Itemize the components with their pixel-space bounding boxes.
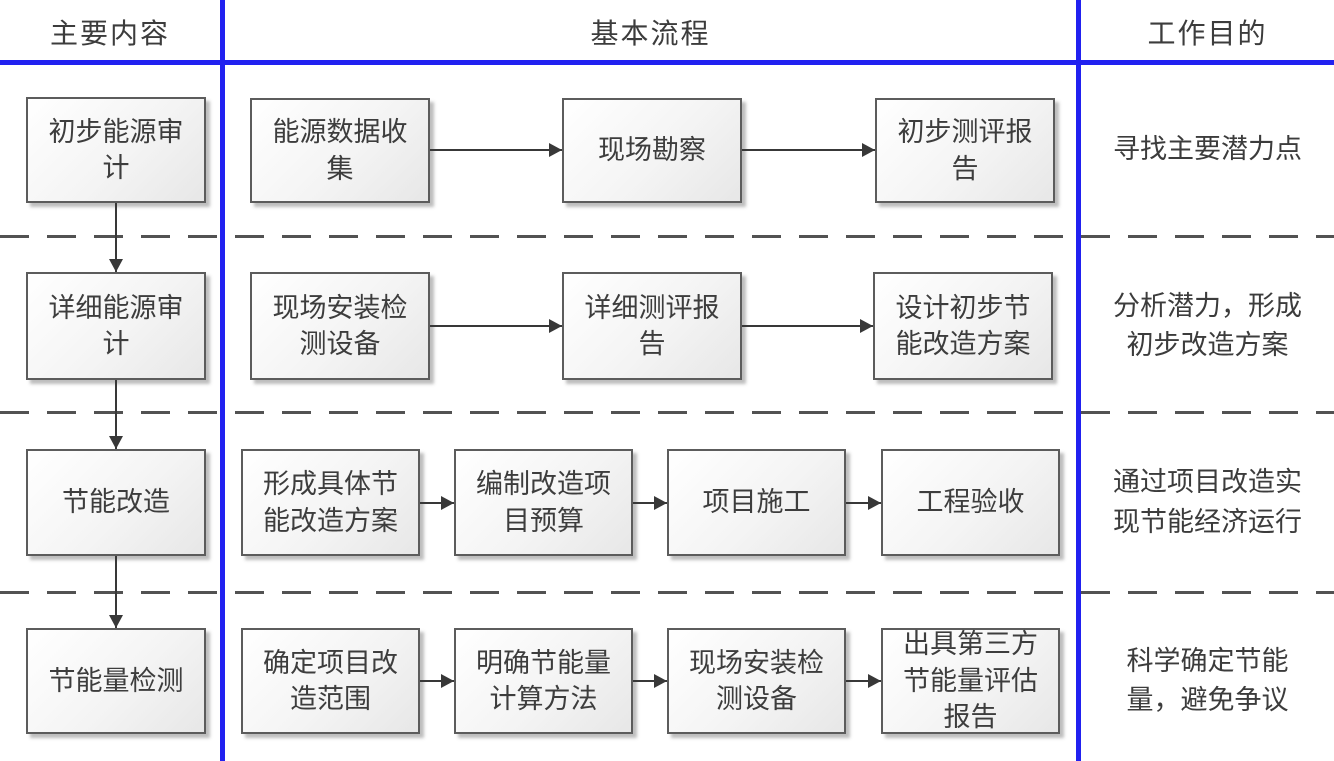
dashed-divider-3	[0, 591, 1334, 594]
arrow-stage-1-2	[115, 203, 117, 272]
purpose-text-row3: 通过项目改造实 现节能经济运行	[1113, 467, 1302, 537]
purpose-text-row1: 寻找主要潜力点	[1113, 134, 1302, 165]
arrow-row2-1	[430, 325, 562, 327]
blue-vertical-divider-2	[1076, 0, 1081, 761]
step-box-design-retrofit-plan: 设计初步节 能改造方案	[873, 272, 1053, 380]
arrow-row1-2	[742, 149, 875, 151]
step-box-project-budget: 编制改造项 目预算	[454, 449, 633, 556]
stage-box-energy-retrofit: 节能改造	[26, 449, 206, 556]
column-header-work-purpose: 工作目的	[1147, 18, 1268, 49]
purpose-text-row4: 科学确定节能 量，避免争议	[1126, 645, 1289, 715]
arrow-stage-2-3	[115, 380, 117, 449]
arrow-row3-2	[633, 502, 667, 504]
stage-box-savings-measurement: 节能量检测	[26, 628, 206, 734]
stage-box-detailed-audit: 详细能源审 计	[26, 272, 206, 380]
step-box-detailed-report: 详细测评报 告	[562, 272, 742, 380]
stage-box-preliminary-audit: 初步能源审 计	[26, 97, 206, 203]
step-box-energy-data-collection: 能源数据收 集	[250, 98, 430, 203]
dashed-divider-2	[0, 411, 1334, 414]
step-box-define-retrofit-scope: 确定项目改 造范围	[241, 628, 420, 734]
blue-horizontal-divider	[0, 60, 1334, 65]
step-box-savings-calc-method: 明确节能量 计算方法	[454, 628, 633, 734]
arrow-row3-1	[420, 502, 454, 504]
step-box-install-equipment-2: 现场安装检 测设备	[667, 628, 846, 734]
arrow-row4-3	[846, 680, 881, 682]
step-box-install-equipment: 现场安装检 测设备	[250, 272, 430, 380]
step-box-project-acceptance: 工程验收	[881, 449, 1060, 556]
step-box-site-survey: 现场勘察	[562, 98, 742, 203]
arrow-row2-2	[742, 325, 873, 327]
arrow-row3-3	[846, 502, 881, 504]
purpose-text-row2: 分析潜力，形成 初步改造方案	[1113, 290, 1302, 360]
column-header-main-content: 主要内容	[49, 18, 170, 49]
dashed-divider-1	[0, 235, 1334, 238]
blue-vertical-divider-1	[220, 0, 225, 761]
step-box-concrete-retrofit-plan: 形成具体节 能改造方案	[241, 449, 420, 556]
arrow-row4-1	[420, 680, 454, 682]
column-header-basic-process: 基本流程	[590, 18, 711, 49]
arrow-row1-1	[430, 149, 562, 151]
arrow-row4-2	[633, 680, 667, 682]
step-box-project-construction: 项目施工	[667, 449, 846, 556]
step-box-preliminary-report: 初步测评报 告	[875, 98, 1055, 203]
step-box-thirdparty-assessment-report: 出具第三方 节能量评估 报告	[881, 628, 1060, 734]
arrow-stage-3-4	[115, 556, 117, 628]
